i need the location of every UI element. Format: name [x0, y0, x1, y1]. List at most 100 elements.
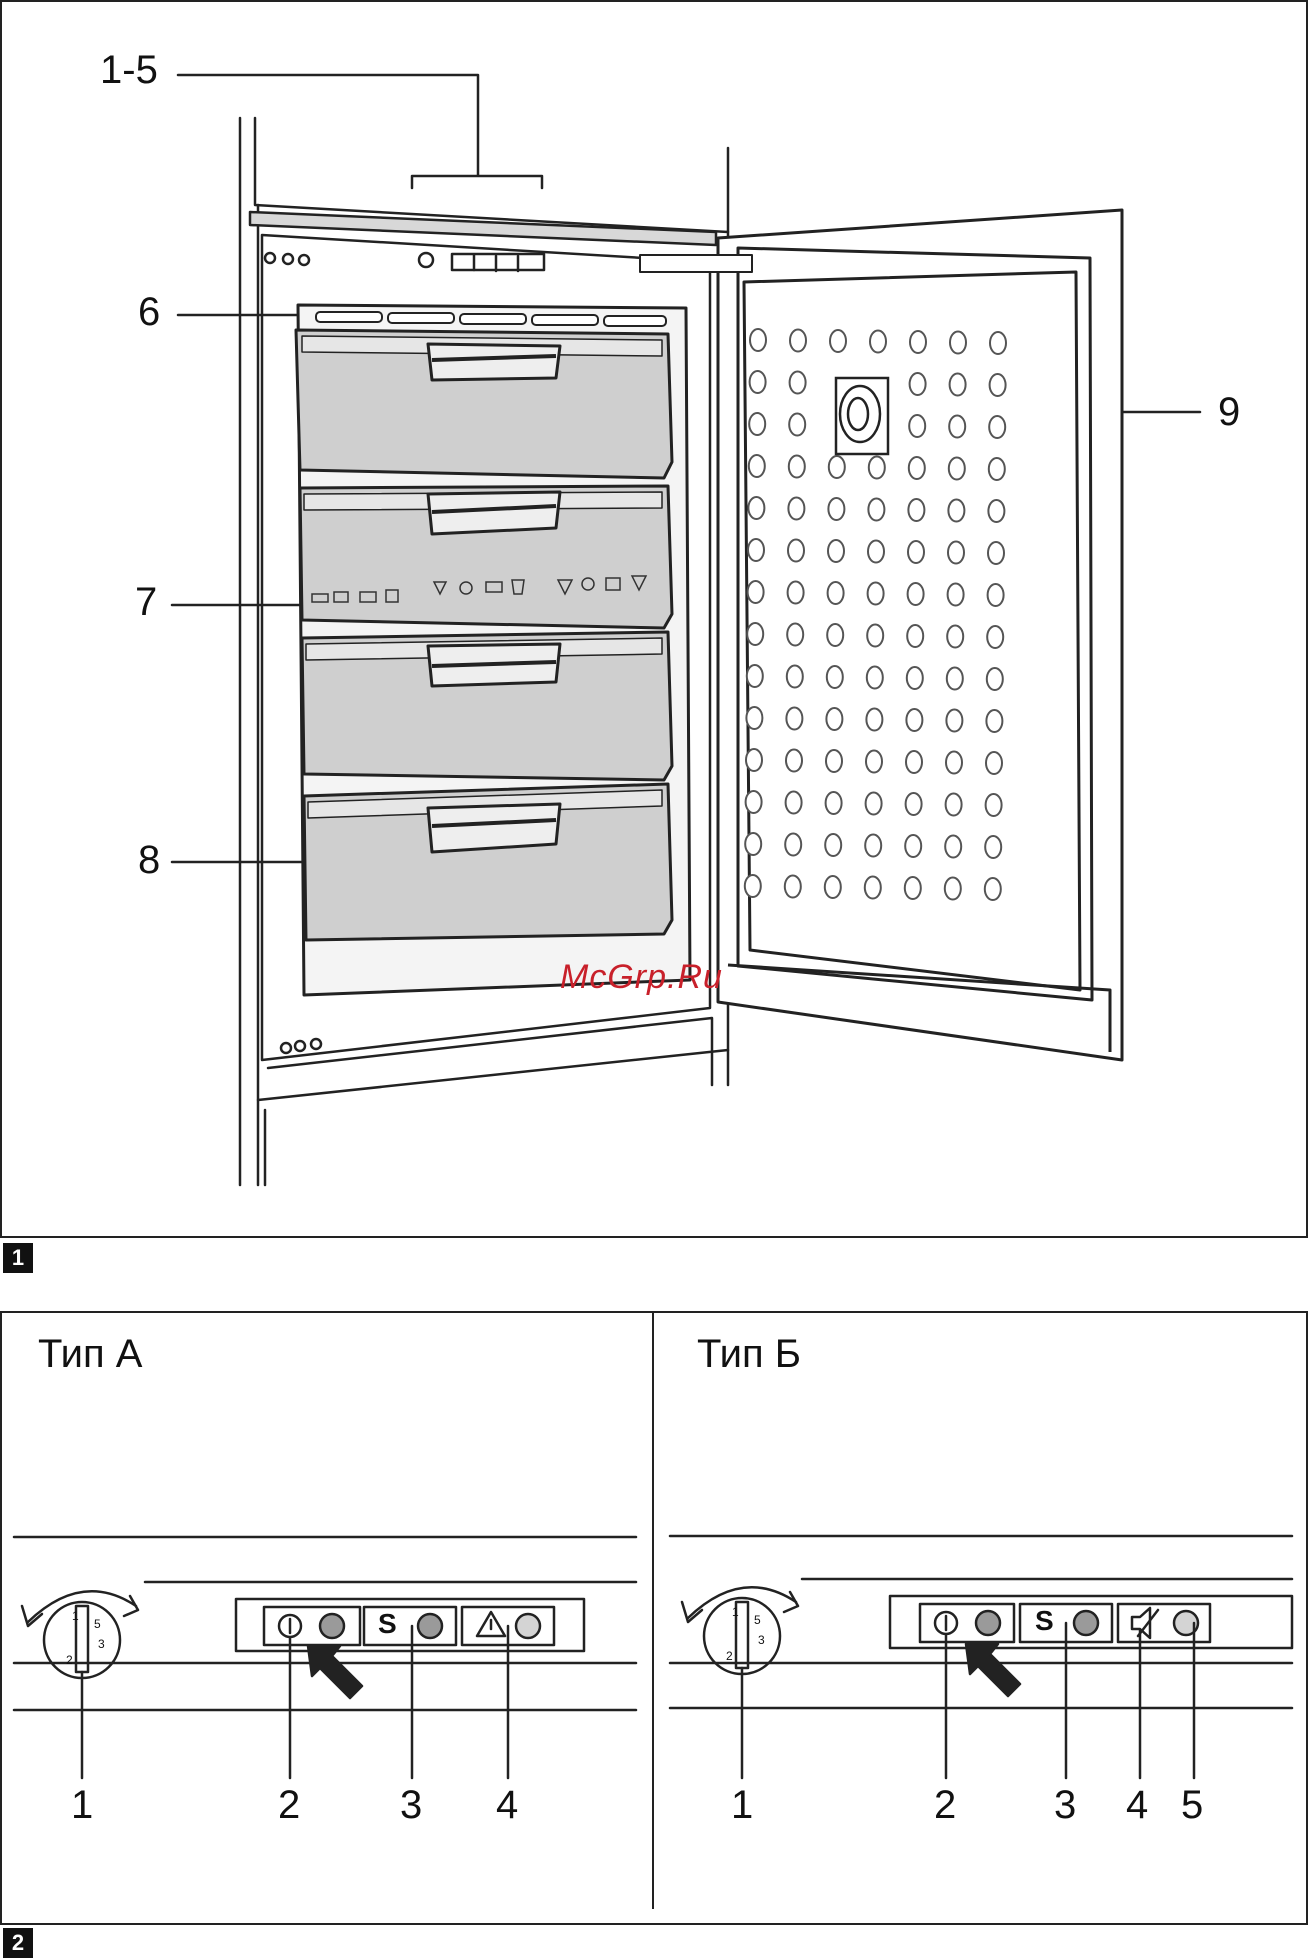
door-bump: [908, 583, 924, 605]
door-bump: [905, 877, 921, 899]
door-bump: [906, 751, 922, 773]
door-bump: [869, 457, 885, 479]
door-bump: [989, 458, 1005, 480]
door-bump: [946, 710, 962, 732]
door-bump: [790, 330, 806, 352]
door-bump: [908, 499, 924, 521]
door-bump: [947, 626, 963, 648]
door-bump: [747, 623, 763, 645]
door-bump: [987, 668, 1003, 690]
door-bump: [985, 836, 1001, 858]
door-bump: [950, 374, 966, 396]
door-bump: [909, 457, 925, 479]
door-bump: [867, 625, 883, 647]
door-bump: [749, 413, 765, 435]
type-b-number-5: 5: [1181, 1785, 1203, 1825]
type-b-super-button-label: S: [1035, 1607, 1054, 1635]
door-bump: [867, 667, 883, 689]
door-bump: [788, 582, 804, 604]
type-b-number-1: 1: [731, 1785, 753, 1825]
callout-drawer: 8: [138, 840, 160, 880]
door-bump: [746, 707, 762, 729]
figure-2-tag: 2: [3, 1928, 33, 1958]
type-a-title: Тип А: [38, 1332, 142, 1377]
door-bump: [949, 458, 965, 480]
door-bump: [787, 624, 803, 646]
door-bump: [746, 791, 762, 813]
type-a-number-1: 1: [71, 1785, 93, 1825]
door-bump: [909, 415, 925, 437]
door-bump: [906, 709, 922, 731]
door-bump: [750, 329, 766, 351]
door-bump: [866, 751, 882, 773]
type-a-number-2: 2: [278, 1785, 300, 1825]
door-bump: [827, 666, 843, 688]
door-bump: [910, 331, 926, 353]
door-bump: [748, 497, 764, 519]
callout-air-vent: 6: [138, 292, 160, 332]
door-bump: [905, 835, 921, 857]
type-b-number-4: 4: [1126, 1785, 1148, 1825]
door-bump: [745, 875, 761, 897]
door-bump: [828, 498, 844, 520]
door-bump: [907, 625, 923, 647]
door-bump: [786, 750, 802, 772]
callout-drawer-chart: 7: [135, 582, 157, 622]
door-bump: [868, 583, 884, 605]
door-bump: [948, 500, 964, 522]
door-bump: [830, 330, 846, 352]
door-bump: [945, 836, 961, 858]
door-bump: [948, 584, 964, 606]
door-bump: [988, 584, 1004, 606]
door-bump: [745, 833, 761, 855]
door-bump: [785, 876, 801, 898]
door-bump: [748, 581, 764, 603]
door-bump: [790, 372, 806, 394]
watermark: McGrp.Ru: [560, 958, 723, 997]
door-bump: [908, 541, 924, 563]
callout-door-item: 9: [1218, 392, 1240, 432]
door-bump: [907, 667, 923, 689]
door-bump: [989, 416, 1005, 438]
door-bump: [987, 626, 1003, 648]
door-bump: [990, 332, 1006, 354]
door-bump: [788, 540, 804, 562]
type-a-number-4: 4: [496, 1785, 518, 1825]
door-bump: [866, 793, 882, 815]
door-bump: [949, 416, 965, 438]
door-bump: [827, 624, 843, 646]
door-bump: [786, 792, 802, 814]
door-bump: [948, 542, 964, 564]
door-bump: [787, 666, 803, 688]
figure-2-frame: [0, 1311, 1308, 1925]
door-bump: [868, 499, 884, 521]
type-b-title: Тип Б: [697, 1332, 801, 1377]
type-a-number-3: 3: [400, 1785, 422, 1825]
door-bump: [865, 835, 881, 857]
door-bump: [825, 834, 841, 856]
door-bump: [829, 456, 845, 478]
door-bump: [990, 374, 1006, 396]
door-bump: [950, 332, 966, 354]
door-bump: [865, 877, 881, 899]
door-bump: [747, 665, 763, 687]
door-bump: [825, 876, 841, 898]
door-bump: [746, 749, 762, 771]
door-bump: [828, 540, 844, 562]
type-divider: [652, 1313, 654, 1909]
door-bump: [906, 793, 922, 815]
door-bump: [826, 750, 842, 772]
door-bump: [826, 708, 842, 730]
door-bump: [789, 456, 805, 478]
door-bump: [785, 834, 801, 856]
door-bump: [868, 541, 884, 563]
door-bump: [789, 414, 805, 436]
door-bump: [786, 708, 802, 730]
type-a-super-button-label: S: [378, 1610, 397, 1638]
door-bump: [828, 582, 844, 604]
door-bump: [986, 794, 1002, 816]
door-bump: [945, 878, 961, 900]
door-bump: [986, 752, 1002, 774]
door-bump: [986, 710, 1002, 732]
door-bump: [946, 794, 962, 816]
